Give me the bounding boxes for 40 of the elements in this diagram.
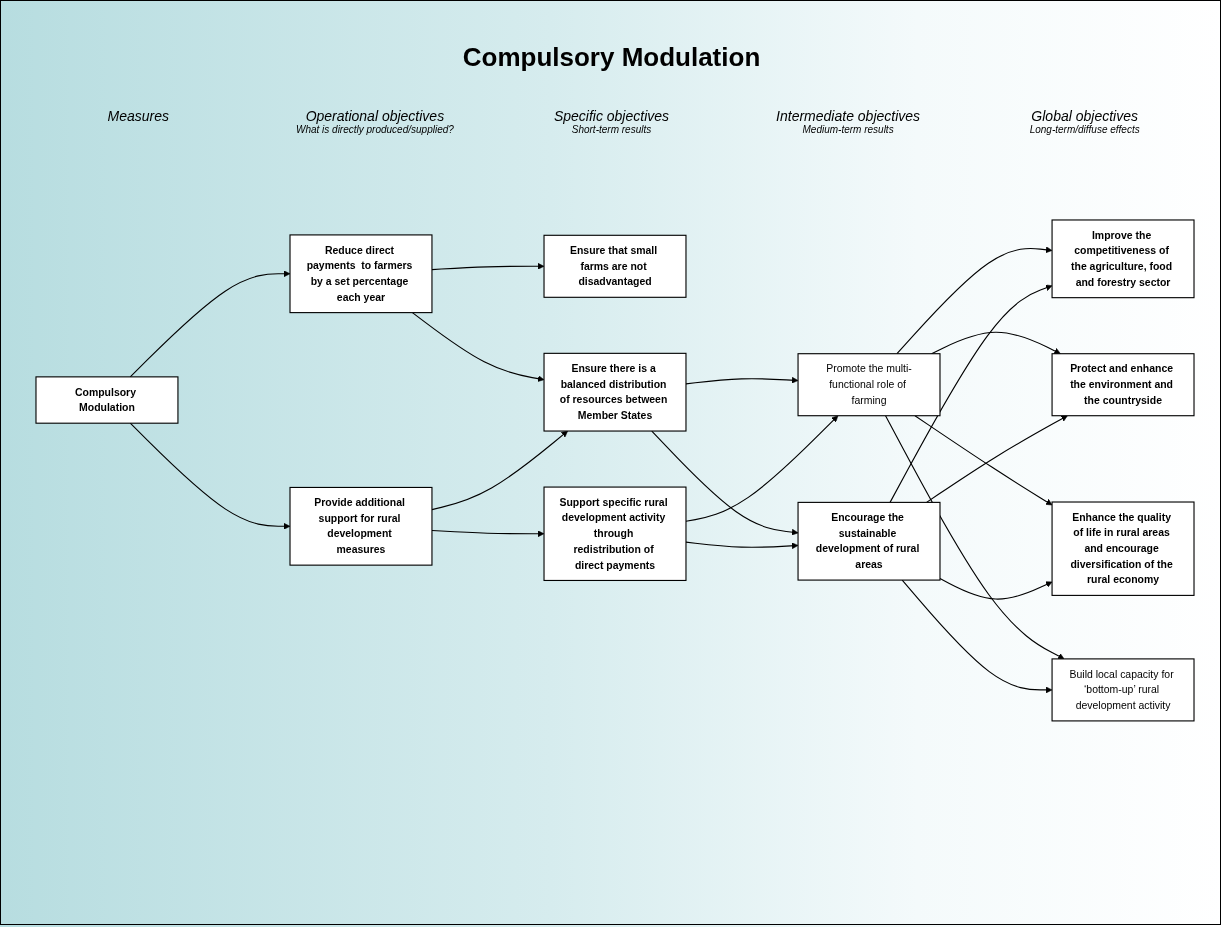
column-subheading: Medium-term results — [802, 124, 894, 135]
column-heading: Global objectives — [1031, 108, 1138, 124]
column-subheading: Short-term results — [571, 124, 652, 135]
arrow — [411, 311, 545, 382]
column-heading: Specific objectives — [553, 108, 670, 124]
node-box: Protect and enhance the environment and the countryside — [1051, 352, 1195, 416]
column-subheading: Long-term/diffuse effects — [1029, 124, 1140, 135]
node-box: Reduce direct payments to farmers by a set percentage each year — [289, 233, 433, 313]
node-box: Provide additional support for rural development measures — [289, 486, 433, 566]
node-box: Support specific rural development activity through redistribution of direct payments — [543, 486, 687, 581]
arrow — [431, 529, 545, 537]
arrow — [685, 414, 839, 522]
arrow — [431, 430, 568, 510]
arrow — [885, 414, 1065, 659]
node-box: Enhance the quality of life in rural areas and encourage diversification of the rural economy — [1051, 501, 1195, 596]
arrow — [129, 422, 291, 530]
node-box: Build local capacity for ‘bottom-up’ rural development activity — [1051, 657, 1195, 721]
arrow — [129, 270, 291, 377]
diagram-title: Compulsory Modulation — [461, 42, 762, 73]
node-box: Promote the multi-functional role of farming — [797, 352, 941, 416]
node-box: Improve the competitiveness of the agriculture, food and forestry sector — [1051, 218, 1195, 298]
arrow — [914, 414, 1053, 505]
arrow — [926, 414, 1068, 503]
arrow — [651, 430, 799, 535]
arrow — [939, 577, 1053, 600]
arrow — [931, 331, 1061, 354]
node-box: Ensure that small farms are not disadvantaged — [543, 234, 687, 298]
arrow — [896, 246, 1053, 354]
column-heading: Measures — [107, 108, 170, 124]
column-heading: Intermediate objectives — [776, 108, 921, 124]
arrow — [901, 579, 1053, 693]
column-subheading: What is directly produced/supplied? — [295, 124, 454, 135]
arrow — [889, 284, 1053, 503]
node-box: Ensure there is a balanced distribution of resources between Member States — [543, 352, 687, 432]
column-heading: Operational objectives — [305, 108, 445, 124]
arrow — [685, 376, 799, 384]
node-box: Encourage the sustainable development of rural areas — [797, 501, 941, 581]
arrow — [685, 541, 799, 549]
node-box: Compulsory Modulation — [35, 375, 179, 424]
arrow — [431, 262, 545, 270]
